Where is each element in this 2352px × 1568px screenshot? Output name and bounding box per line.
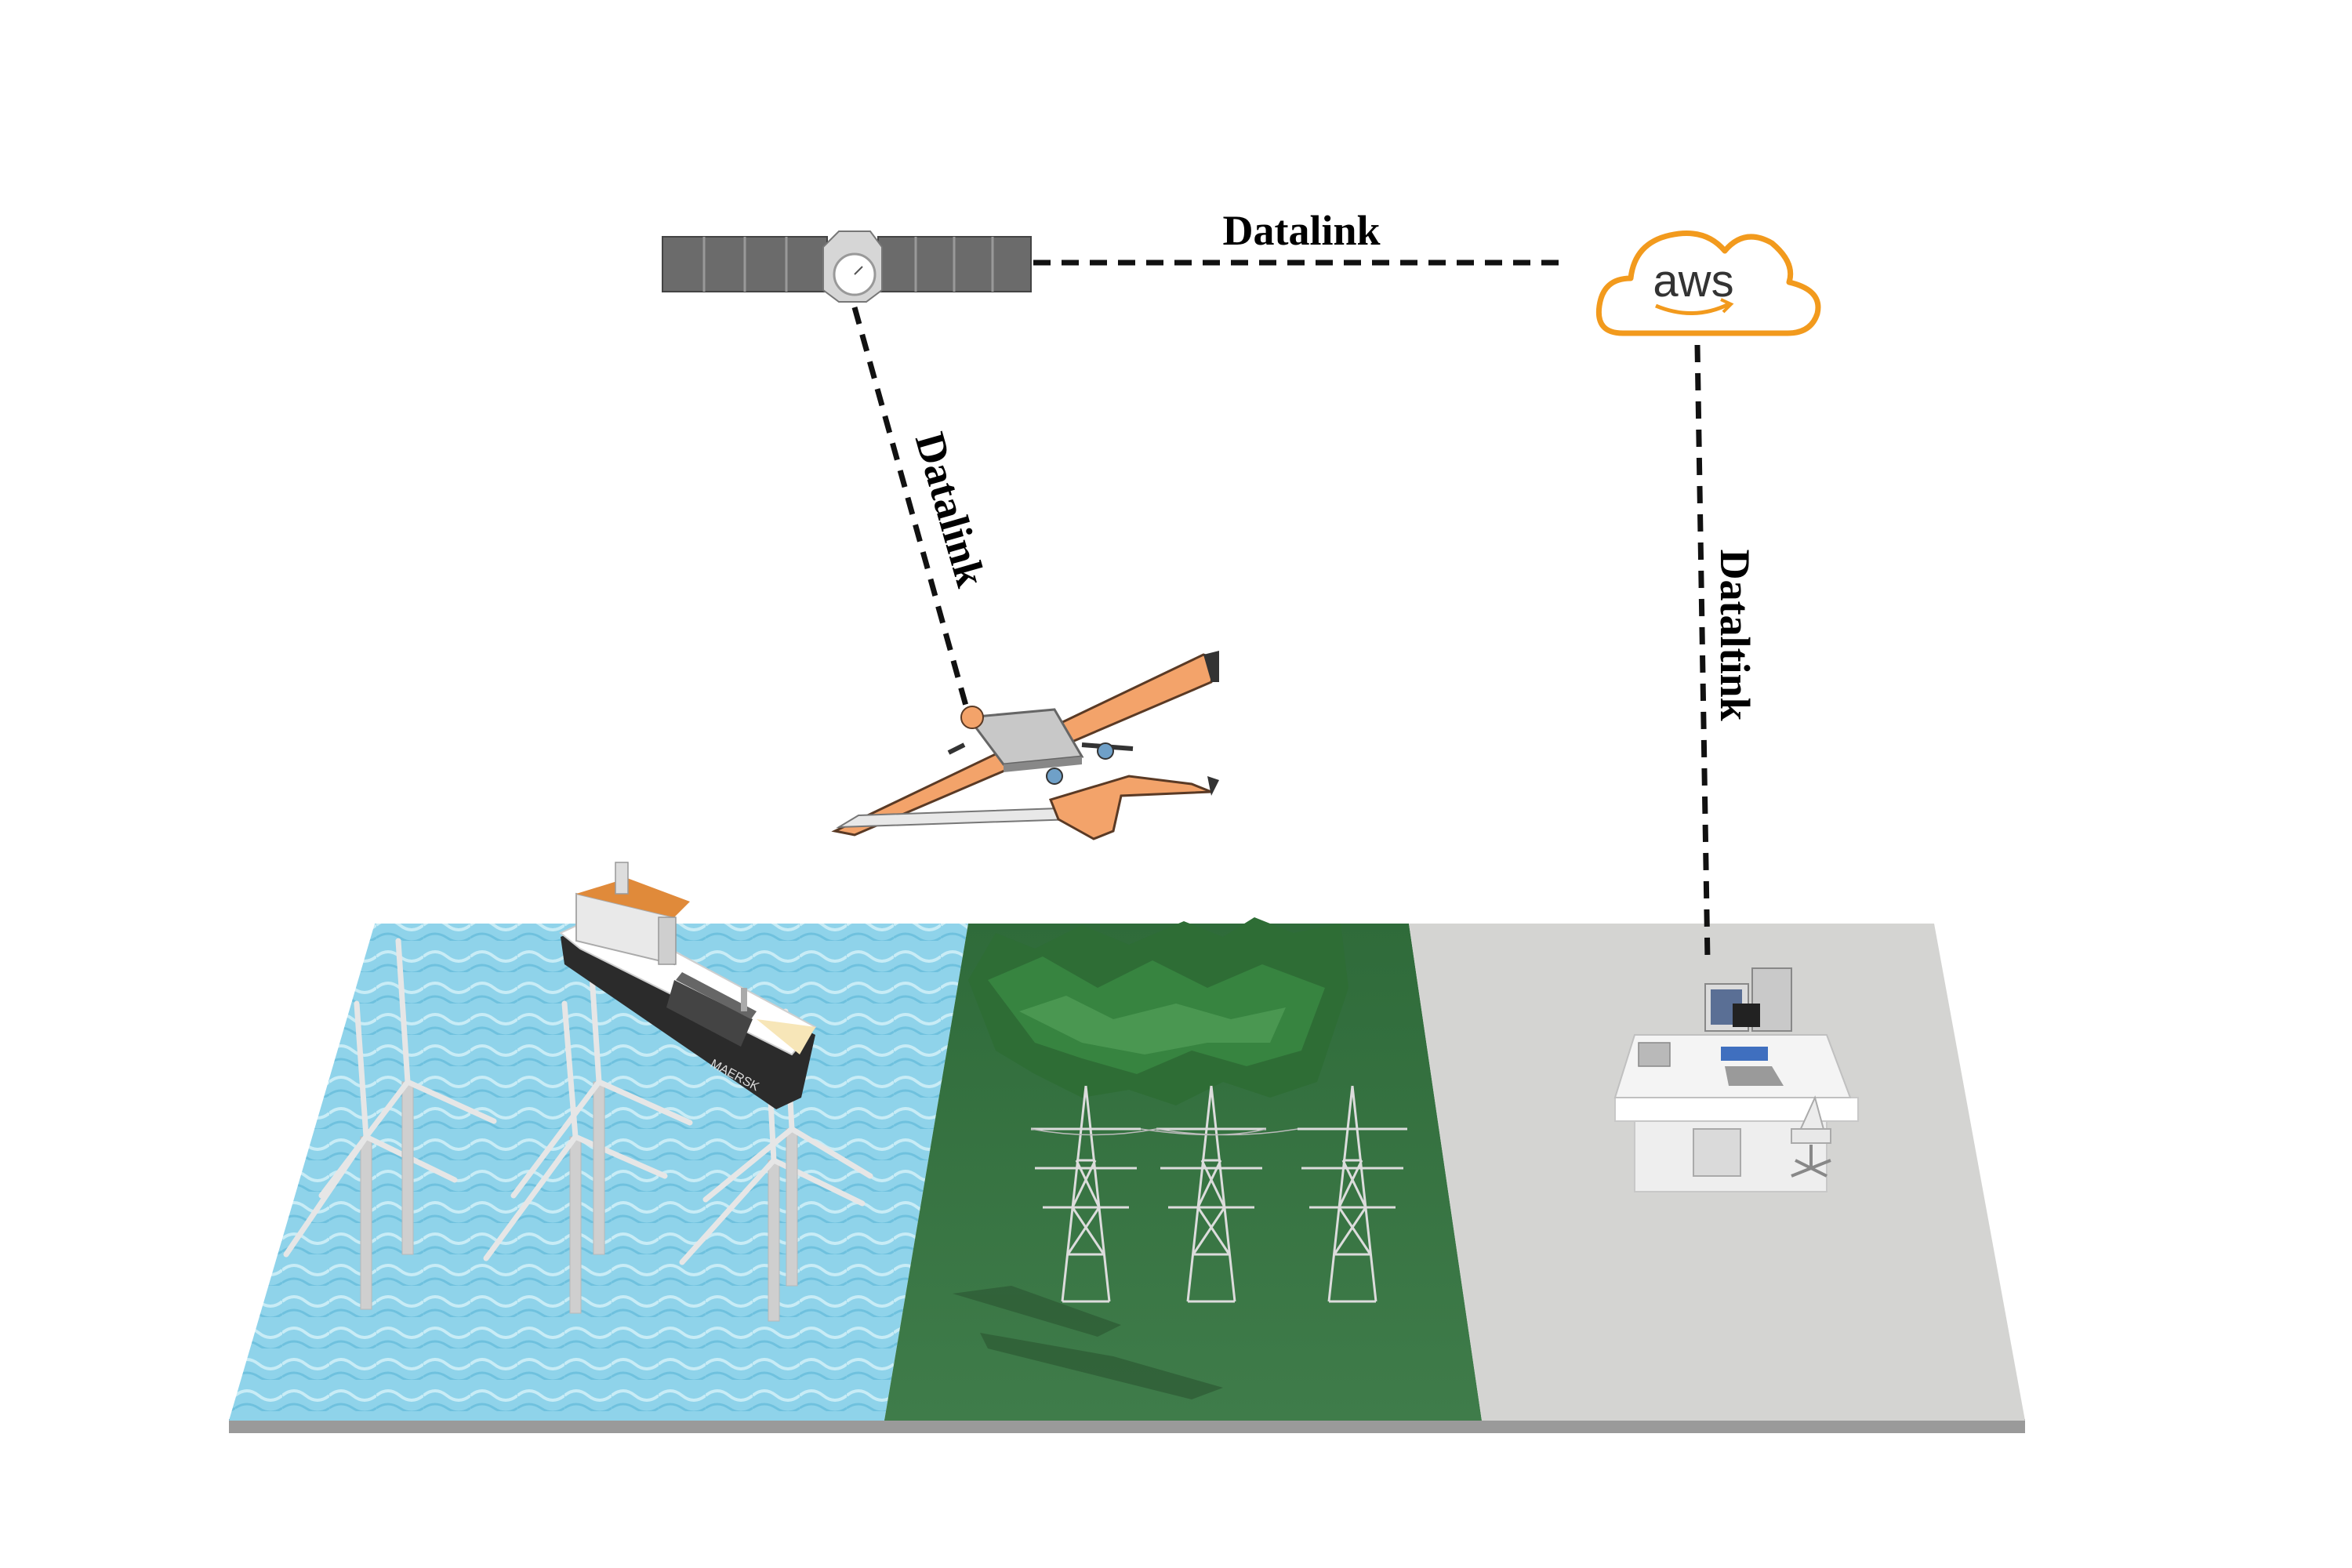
plane-edge [229,1419,2025,1433]
satellite [662,230,1032,303]
aws-cloud: aws [1595,230,1821,336]
power-pylons [1030,1085,1407,1303]
pylon-3 [1298,1085,1407,1303]
link-cloud-station [1694,344,1711,961]
monitor-2 [1733,1004,1760,1027]
wind-turbines [283,938,873,1322]
solar-panel-right [877,236,1032,292]
drone-shadow [953,1286,1223,1399]
label-datalink-satellite-cloud: Datalink [1222,207,1380,254]
office-chair [1791,1095,1831,1178]
turbine-2 [318,938,497,1255]
pylon-1 [1031,1085,1141,1303]
label-datalink-satellite-drone: Datalink [906,427,995,592]
mountain-terrain [968,917,1348,1105]
cargo-ship: MAERSK [559,862,817,1109]
aws-logo-text: aws [1653,256,1733,307]
solar-panel-left [662,236,828,292]
label-datalink-cloud-station: Dataltink [1711,549,1759,720]
pylon-2 [1156,1085,1266,1303]
fixed-wing-drone [831,651,1219,840]
link-satellite-drone [851,307,969,706]
datalink-lines [851,260,1711,961]
control-station [1613,967,1859,1192]
